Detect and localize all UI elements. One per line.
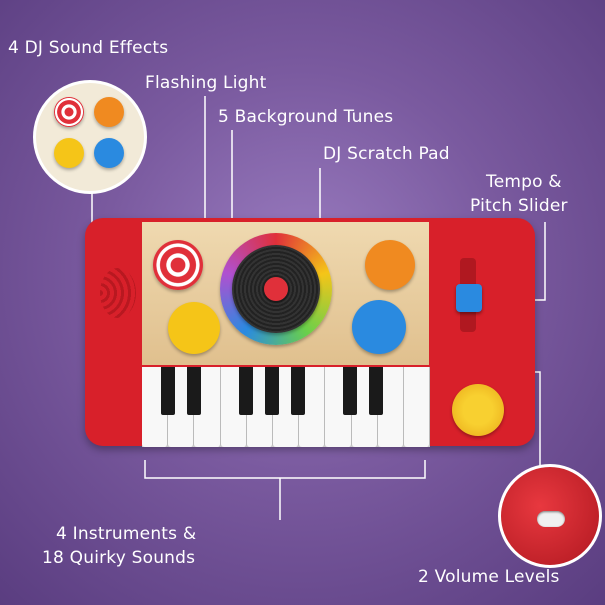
white-key[interactable] bbox=[403, 367, 431, 447]
black-key[interactable] bbox=[369, 367, 383, 415]
effect-button-yellow-heart bbox=[54, 138, 84, 168]
black-key[interactable] bbox=[239, 367, 253, 415]
label-scratch-pad: DJ Scratch Pad bbox=[323, 144, 450, 164]
turntable-center-button[interactable] bbox=[264, 277, 288, 301]
tempo-pitch-slider[interactable] bbox=[456, 284, 482, 312]
red-effect-button[interactable] bbox=[153, 240, 203, 290]
label-background-tunes: 5 Background Tunes bbox=[218, 107, 394, 127]
label-pitch-slider: Pitch Slider bbox=[470, 196, 568, 216]
orange-effect-button[interactable] bbox=[365, 240, 415, 290]
effect-button-red bbox=[54, 97, 84, 127]
label-tempo: Tempo & bbox=[486, 172, 562, 192]
label-dj-sound-effects: 4 DJ Sound Effects bbox=[8, 38, 169, 58]
instrument-knob[interactable] bbox=[452, 384, 504, 436]
volume-switch[interactable] bbox=[537, 511, 565, 527]
black-key[interactable] bbox=[343, 367, 357, 415]
dj-effects-inset bbox=[33, 80, 147, 194]
label-flashing-light: Flashing Light bbox=[145, 73, 267, 93]
label-volume-levels: 2 Volume Levels bbox=[418, 567, 560, 587]
black-key[interactable] bbox=[161, 367, 175, 415]
blue-effect-button[interactable] bbox=[352, 300, 406, 354]
black-key[interactable] bbox=[265, 367, 279, 415]
label-instruments: 4 Instruments & bbox=[56, 524, 197, 544]
effect-button-blue bbox=[94, 138, 124, 168]
black-key[interactable] bbox=[187, 367, 201, 415]
piano-keyboard bbox=[142, 367, 431, 447]
speaker-grille bbox=[100, 268, 136, 318]
effect-button-orange bbox=[94, 97, 124, 127]
volume-inset bbox=[498, 464, 602, 568]
black-key[interactable] bbox=[291, 367, 305, 415]
label-quirky-sounds: 18 Quirky Sounds bbox=[42, 548, 196, 568]
yellow-heart-button[interactable] bbox=[168, 302, 220, 354]
